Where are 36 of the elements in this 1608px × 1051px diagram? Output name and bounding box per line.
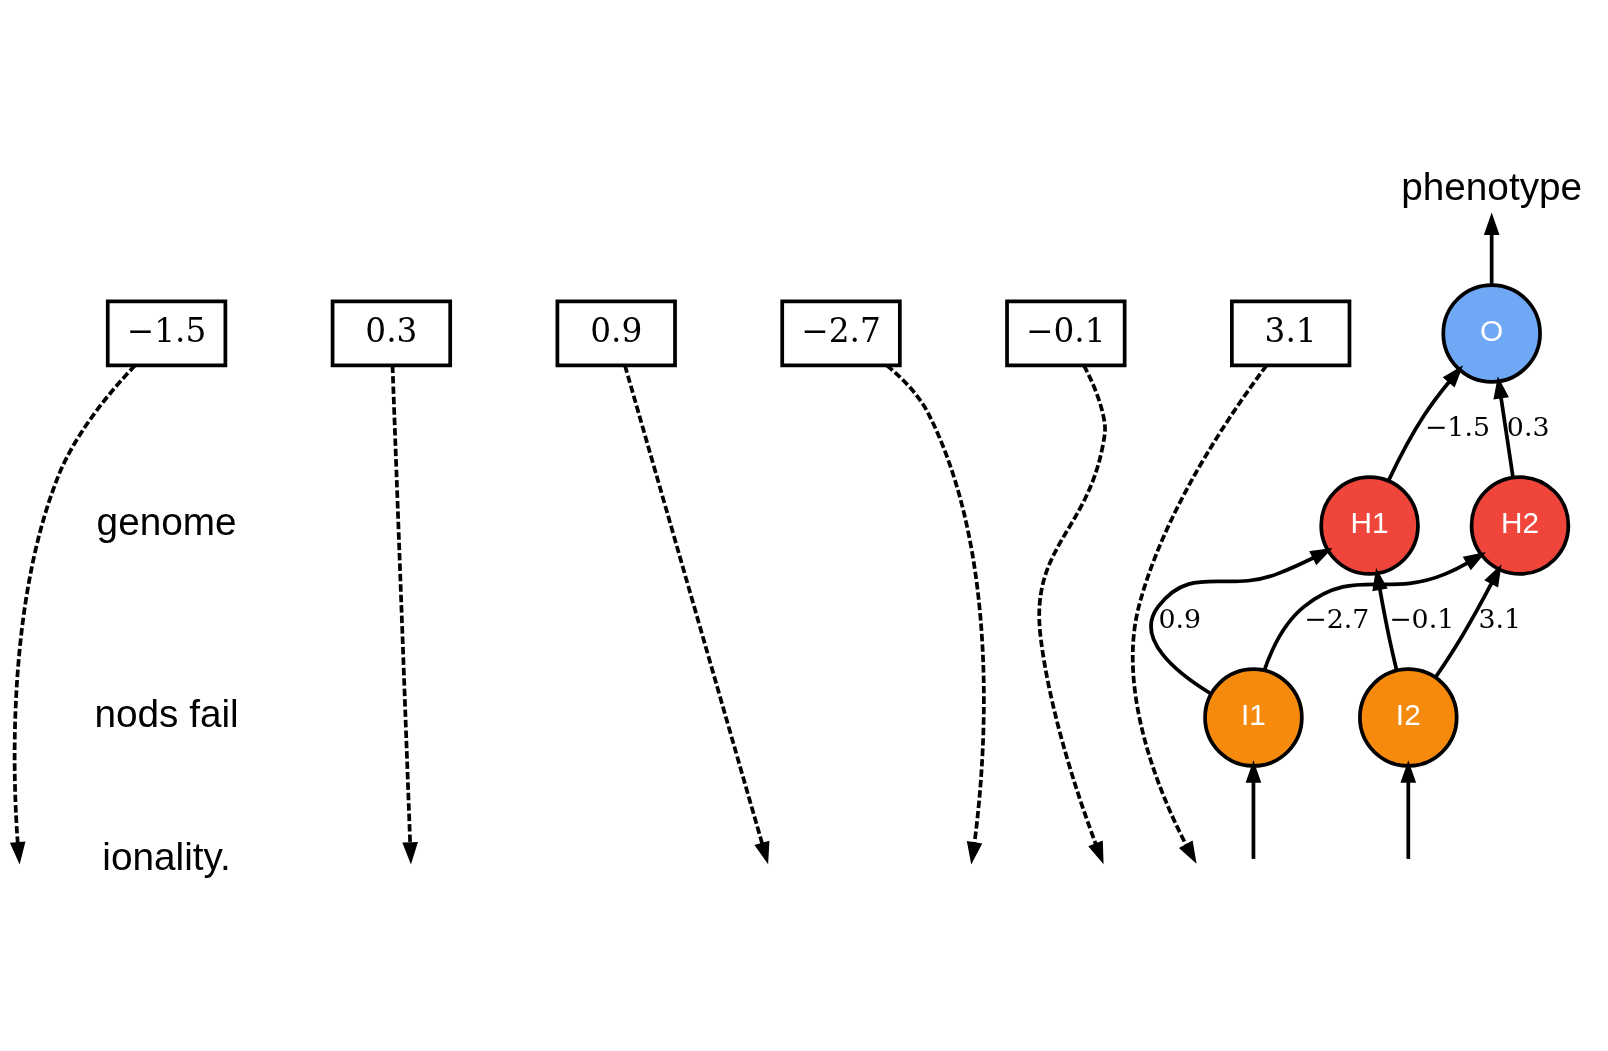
node-box: −1.5	[105, 299, 228, 368]
edge-label: 3.1	[1478, 603, 1522, 635]
arrow	[1037, 364, 1107, 865]
arrow	[1245, 760, 1262, 859]
node-circle: H2	[1469, 475, 1571, 576]
node-box: 0.3	[330, 299, 453, 368]
node-circle: I1	[1203, 667, 1304, 768]
arrow	[1483, 212, 1500, 285]
arrow	[9, 364, 137, 865]
arrow	[623, 365, 770, 865]
arrow	[1372, 567, 1399, 671]
node-box: 3.1	[1230, 299, 1352, 368]
arrow	[1386, 365, 1464, 482]
node-circle: I2	[1358, 667, 1459, 768]
arrow	[1434, 564, 1502, 679]
arrow	[885, 364, 986, 865]
node-box: 0.9	[555, 299, 677, 368]
edge-label: 0.9	[1158, 603, 1202, 635]
node-text: phenotype	[1401, 164, 1583, 208]
node-circle: H1	[1319, 475, 1420, 576]
edge-label: −2.7	[1304, 603, 1370, 635]
arrow	[1400, 760, 1417, 859]
node-box: −2.7	[780, 299, 902, 368]
edge-label: 0.3	[1506, 411, 1550, 443]
label: genome	[96, 499, 237, 543]
arrow	[1149, 548, 1333, 696]
edge-label: −1.5	[1424, 411, 1490, 443]
label: ionality.	[102, 834, 231, 878]
node-circle: O	[1441, 283, 1542, 384]
arrow	[390, 365, 418, 865]
arrow	[1131, 364, 1268, 864]
arrow	[1262, 552, 1486, 671]
node-box: −0.1	[1005, 299, 1127, 368]
edge-label: −0.1	[1389, 603, 1455, 635]
label: nods fail	[94, 691, 239, 735]
arrow	[1493, 376, 1515, 478]
